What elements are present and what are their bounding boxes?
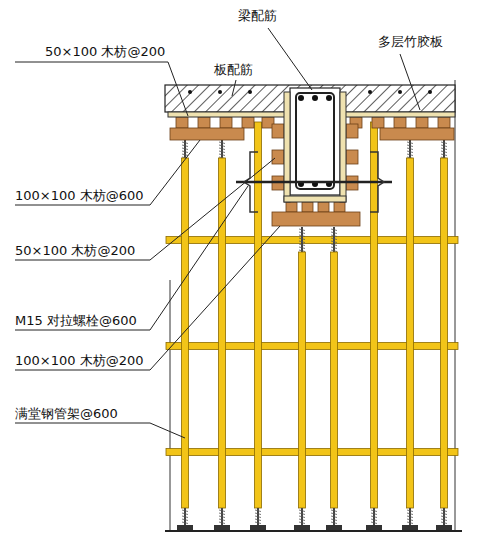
callout-label: 50×100 木枋@200 <box>45 44 165 60</box>
callout-label: M15 对拉螺栓@600 <box>15 313 137 329</box>
leader-lines <box>15 28 420 438</box>
frame-line <box>170 280 171 530</box>
callout-label: 50×100 木枋@200 <box>15 243 135 259</box>
beam <box>290 88 340 195</box>
rebar <box>188 90 432 187</box>
callout-label: 100×100 木枋@600 <box>15 188 143 204</box>
callout-label: 多层竹胶板 <box>378 34 443 50</box>
plywood <box>168 92 455 202</box>
steel-pipes <box>166 122 458 530</box>
callout-label: 满堂钢管架@600 <box>15 406 118 422</box>
ground-line <box>165 530 462 532</box>
frame-line <box>455 80 456 530</box>
callout-label: 板配筋 <box>214 62 253 78</box>
stirrup <box>296 93 334 189</box>
tie-bolt <box>236 152 392 212</box>
callout-label: 梁配筋 <box>238 8 277 24</box>
callout-label: 100×100 木枋@200 <box>15 353 143 369</box>
